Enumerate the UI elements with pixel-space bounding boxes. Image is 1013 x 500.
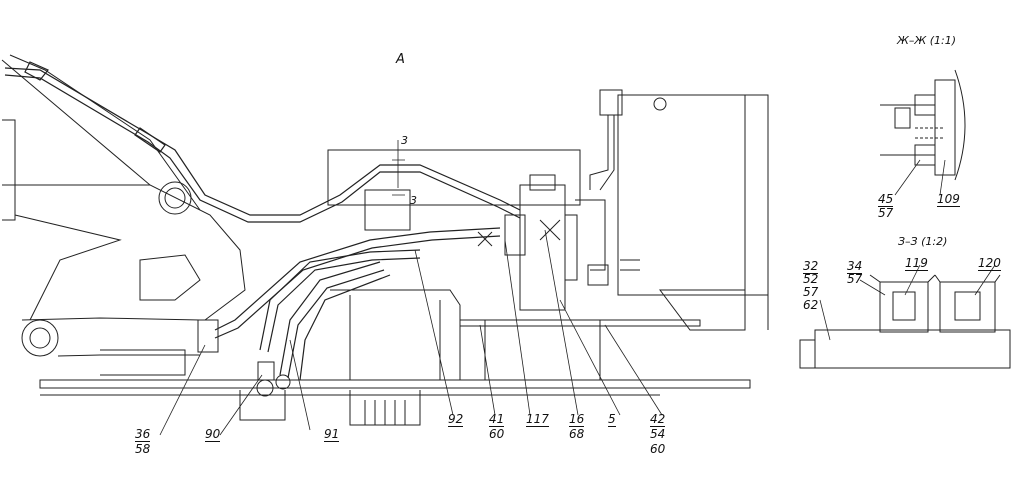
callout-34: 34 (847, 259, 863, 274)
callout-117: 117 (526, 412, 549, 427)
callout-57b: 57 (803, 285, 819, 299)
valve-block (327, 149, 581, 311)
callout-52: 52 (803, 272, 819, 286)
section-mark-z-upper: 3 (401, 134, 408, 147)
callout-60b: 60 (650, 442, 666, 456)
callout-57c: 57 (847, 272, 863, 286)
boom-arm (1, 54, 246, 376)
view-title-section-z: З–З (1:2) (898, 235, 948, 248)
view-title-section-zh: Ж–Ж (1:1) (897, 34, 956, 47)
callout-41: 41 (489, 412, 505, 427)
callout-45: 45 (878, 192, 894, 207)
callout-68: 68 (569, 427, 585, 441)
callout-120: 120 (978, 256, 1001, 271)
boom-hydraulic-pipes (4, 61, 521, 223)
section-zh-view (880, 69, 966, 181)
callout-5: 5 (608, 412, 616, 427)
callout-57a: 57 (878, 206, 894, 220)
callout-92: 92 (448, 412, 464, 427)
tank-body (575, 89, 769, 331)
callout-54: 54 (650, 427, 666, 441)
frame-base (39, 289, 751, 426)
callout-36: 36 (135, 427, 151, 442)
callout-16: 16 (569, 412, 585, 427)
section-z-view (799, 274, 1011, 369)
callout-90: 90 (205, 427, 221, 442)
callout-62: 62 (803, 298, 819, 312)
view-title-a: А (396, 52, 405, 67)
hose-fittings (197, 319, 291, 397)
callout-42: 42 (650, 412, 666, 427)
callout-109: 109 (937, 192, 960, 207)
callout-60a: 60 (489, 427, 505, 441)
callout-119: 119 (905, 256, 928, 271)
callout-32: 32 (803, 259, 819, 274)
callout-91: 91 (324, 427, 340, 442)
callout-58: 58 (135, 442, 151, 456)
section-mark-z-lower: 3 (410, 194, 417, 207)
leader-lines (159, 140, 996, 436)
lower-hoses (214, 227, 501, 381)
